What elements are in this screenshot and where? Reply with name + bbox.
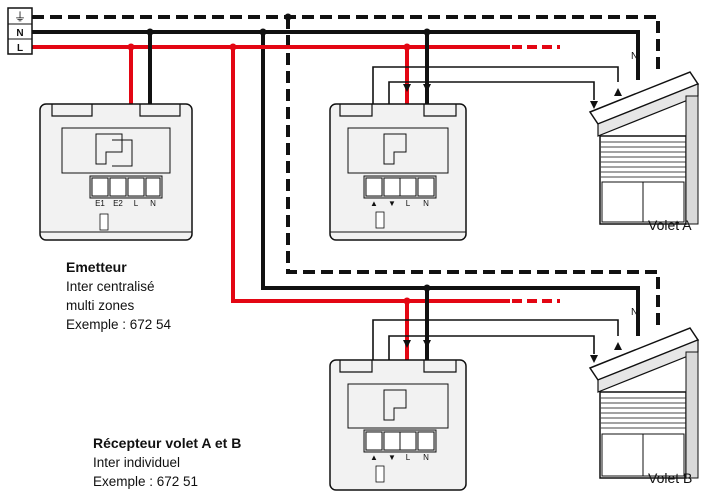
junction-dot (403, 297, 411, 305)
neutral-tag-b: N (631, 307, 638, 318)
junction-dot (127, 43, 135, 51)
junction-dot (423, 28, 431, 36)
arrow-down-icon (403, 84, 411, 92)
junction-dot (423, 284, 431, 292)
receiver-a-device: ▲ ▼ L N (329, 103, 467, 241)
receiver-b-device: ▲ ▼ L N (329, 359, 467, 491)
emitter-terminal-label: E2 (113, 199, 123, 208)
live-branch-b-wire (231, 47, 510, 303)
receiver-a-terminal-label: L (406, 199, 411, 208)
receiver-title: Récepteur volet A et B (93, 435, 242, 451)
earth-symbol-icon: ⏚ (14, 10, 26, 24)
junction-dot (403, 43, 411, 51)
volet-b-label: Volet B (648, 470, 693, 486)
shutter-b (588, 327, 700, 479)
volet-a-label: Volet A (648, 217, 692, 233)
neutral-bus-wire (32, 30, 640, 80)
supply-terminal-n: N (16, 28, 23, 39)
arrow-down-icon (590, 355, 598, 363)
shutter-b-slats (600, 397, 686, 429)
receiver-a-terminal-label: ▼ (388, 199, 396, 208)
receiver-caption: Récepteur volet A et B Inter individuel … (93, 434, 241, 491)
earth-bus-wire (32, 15, 660, 73)
arrow-down-icon (423, 84, 431, 92)
junction-dot (146, 28, 154, 36)
supply-terminal: ⏚ N L (7, 7, 33, 55)
receiver-a-terminal-label: ▲ (370, 199, 378, 208)
emitter-line: Inter centralisé (66, 279, 155, 294)
shutter-a (588, 71, 700, 225)
emitter-device: E1 E2 L N (39, 103, 193, 241)
arrow-down-icon (403, 340, 411, 348)
receiver-line: Inter individuel (93, 455, 181, 470)
arrow-down-icon (423, 340, 431, 348)
arrow-down-icon (590, 101, 598, 109)
receiver-b-terminal-label: ▲ (370, 453, 378, 462)
receiver-a-terminal-label: N (423, 199, 429, 208)
receiver-b-terminal-label: N (423, 453, 429, 462)
emitter-line: Exemple : 672 54 (66, 317, 172, 332)
receiver-b-terminal-label: ▼ (388, 453, 396, 462)
arrow-up-icon (614, 88, 622, 96)
neutral-tag-a: N (631, 51, 638, 62)
junction-dot (229, 43, 237, 51)
supply-terminal-l: L (17, 43, 23, 54)
shutter-a-slats (600, 141, 686, 178)
neutral-branch-b-wire (261, 32, 640, 336)
emitter-line: multi zones (66, 298, 135, 313)
arrow-up-icon (614, 342, 622, 350)
emitter-title: Emetteur (66, 259, 127, 275)
emitter-caption: Emetteur Inter centralisé multi zones Ex… (66, 258, 171, 334)
emitter-terminal-label: N (150, 199, 156, 208)
receiver-line: Exemple : 672 51 (93, 474, 199, 489)
emitter-terminal-label: E1 (95, 199, 105, 208)
earth-branch-b-wire (286, 17, 660, 330)
emitter-terminal-label: L (134, 199, 139, 208)
junction-dot (284, 13, 292, 21)
junction-dot (259, 28, 267, 36)
receiver-b-terminal-label: L (406, 453, 411, 462)
